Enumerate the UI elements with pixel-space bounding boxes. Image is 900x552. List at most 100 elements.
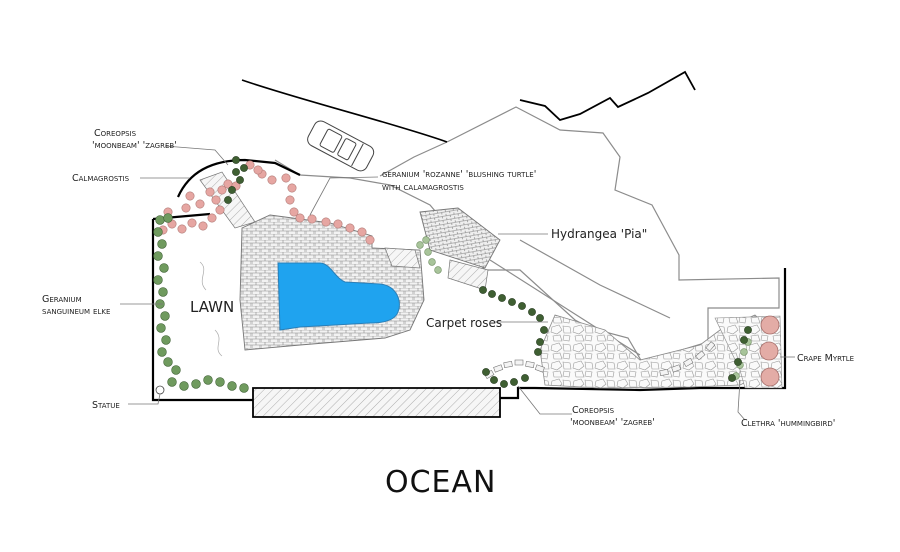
green-plant — [153, 251, 163, 261]
dark-green-plant — [482, 368, 490, 376]
steps-patio — [384, 247, 421, 269]
property-line-top — [241, 79, 448, 143]
curved-walk — [484, 341, 716, 380]
dark-green-plant — [734, 358, 742, 366]
dark-green-plant — [240, 164, 248, 172]
pink-plant — [285, 195, 295, 205]
pink-plant — [267, 175, 277, 185]
pink-plant-group — [158, 160, 375, 245]
dark-green-plant — [232, 168, 240, 176]
dark-green-plant — [228, 186, 236, 194]
label-geranium-rozanne-with: with calamagrostis — [382, 182, 464, 193]
dark-plant-group — [224, 156, 752, 388]
pink-plant — [195, 199, 205, 209]
label-coreopsis-top-variety: 'moonbeam' 'zagreb' — [92, 140, 177, 151]
dark-green-plant — [534, 348, 542, 356]
green-plant — [740, 348, 748, 356]
ridge-line — [519, 70, 696, 122]
label-ocean: OCEAN — [385, 465, 496, 500]
label-coreopsis-bottom: Coreopsis — [572, 405, 615, 416]
pink-plant — [295, 213, 305, 223]
dark-green-plant — [744, 326, 752, 334]
dark-green-plant — [521, 374, 529, 382]
green-plant — [167, 377, 177, 387]
pink-plant — [357, 227, 367, 237]
green-plant — [156, 323, 166, 333]
dark-green-plant — [224, 196, 232, 204]
dark-green-plant — [510, 378, 518, 386]
green-plant — [227, 381, 237, 391]
green-plant — [160, 311, 170, 321]
pink-plant — [321, 217, 331, 227]
pink-plant — [253, 165, 263, 175]
green-plant — [159, 263, 169, 273]
label-coreopsis-top: Coreopsis — [94, 128, 137, 139]
pink-plant — [289, 207, 299, 217]
green-plant — [158, 287, 168, 297]
label-hydrangea: Hydrangea 'Pia" — [551, 227, 647, 241]
dark-green-plant — [488, 290, 496, 298]
dark-green-plant — [528, 308, 536, 316]
green-plant — [203, 375, 213, 385]
pink-plant — [217, 185, 227, 195]
dark-green-plant — [540, 326, 548, 334]
bottom-terrace — [252, 387, 501, 418]
pink-plant — [198, 221, 208, 231]
pink-plant — [333, 219, 343, 229]
label-geranium-rozanne: geranium 'rozanne' 'blushing turtle' — [382, 169, 536, 180]
dark-green-plant — [498, 294, 506, 302]
pink-plant — [181, 203, 191, 213]
pink-plant — [207, 213, 217, 223]
upper-deck — [419, 207, 501, 269]
pink-plant — [345, 223, 355, 233]
dark-green-plant — [490, 376, 498, 384]
green-plant — [416, 241, 424, 249]
leader-lines — [120, 145, 795, 421]
dark-green-plant — [740, 336, 748, 344]
dark-green-plant — [508, 298, 516, 306]
label-crape-myrtle: Crape Myrtle — [797, 353, 854, 364]
green-plant — [163, 213, 173, 223]
green-plant — [157, 239, 167, 249]
green-plant — [215, 377, 225, 387]
green-plant — [163, 357, 173, 367]
pink-plant — [187, 218, 197, 228]
dark-green-plant — [500, 380, 508, 388]
green-plant — [428, 258, 436, 266]
statue-marker — [155, 385, 165, 395]
green-plant — [434, 266, 442, 274]
green-plant — [239, 383, 249, 393]
pink-plant — [205, 187, 215, 197]
label-clethra: Clethra 'hummingbird' — [741, 418, 835, 429]
green-plant — [191, 379, 201, 389]
crape-myrtle-trees — [759, 315, 780, 387]
dark-green-plant — [518, 302, 526, 310]
label-geranium-sanguineum-variety: sanguineum elke — [42, 306, 110, 317]
pink-plant — [365, 235, 375, 245]
dark-green-plant — [232, 156, 240, 164]
label-statue: Statue — [92, 400, 120, 411]
pink-plant — [177, 224, 187, 234]
pink-plant — [287, 183, 297, 193]
dark-green-plant — [236, 176, 244, 184]
swimming-pool — [277, 262, 400, 331]
pink-plant — [307, 214, 317, 224]
green-plant — [161, 335, 171, 345]
green-plant — [155, 215, 165, 225]
label-carpet-roses: Carpet roses — [426, 316, 502, 330]
pink-plant — [185, 191, 195, 201]
green-plant — [153, 275, 163, 285]
dark-green-plant — [536, 338, 544, 346]
green-plant — [153, 227, 163, 237]
pink-plant — [211, 195, 221, 205]
dark-green-plant — [536, 314, 544, 322]
label-coreopsis-bottom-variety: 'moonbeam' 'zagreb' — [570, 417, 655, 428]
green-plant-group — [153, 213, 752, 393]
green-plant — [157, 347, 167, 357]
dark-green-plant — [728, 374, 736, 382]
label-geranium-sanguineum: Geranium — [42, 294, 82, 305]
car-icon — [307, 120, 375, 172]
green-plant — [179, 381, 189, 391]
pink-plant — [281, 173, 291, 183]
